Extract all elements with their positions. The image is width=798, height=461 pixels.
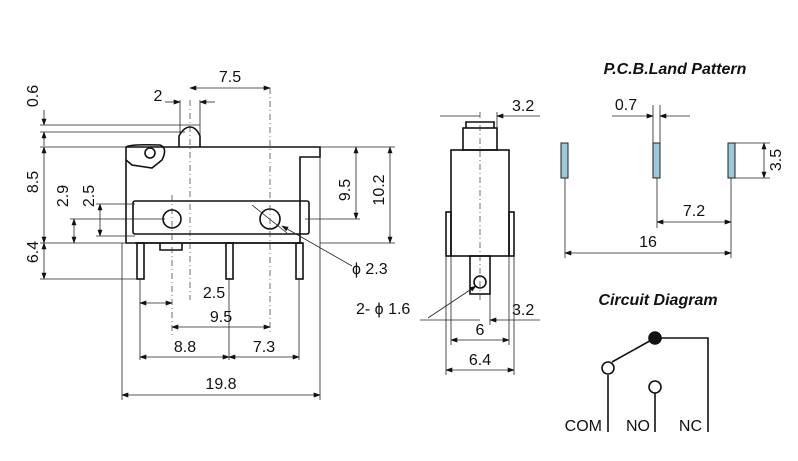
- dim-6-4: 6.4: [469, 352, 491, 369]
- actuator-button: [178, 126, 201, 147]
- label-com: COM: [565, 418, 602, 435]
- dim-phi-1-6: 2- ϕ 1.6: [356, 301, 410, 318]
- side-terminal-hole: [473, 275, 487, 289]
- side-flange-left: [445, 211, 452, 257]
- pcb-pad-1: [560, 142, 569, 179]
- dim-3-2-bottom: 3.2: [512, 302, 534, 319]
- pcb-title: P.C.B.Land Pattern: [604, 61, 747, 78]
- side-view: 3.2 2- ϕ 1.6 3.2 6 6.4: [356, 98, 540, 375]
- dim-8-8: 8.8: [174, 339, 196, 356]
- dim-2-5-bottom: 2.5: [203, 285, 225, 302]
- terminal-com: [136, 242, 145, 280]
- dim-6: 6: [476, 322, 485, 339]
- pcb-land-pattern: P.C.B.Land Pattern 0.7 3.5 7.2 16: [560, 61, 785, 258]
- no-contact: [648, 380, 662, 394]
- dim-16: 16: [639, 234, 657, 251]
- dim-19-8: 19.8: [205, 376, 236, 393]
- dim-10-2: 10.2: [371, 174, 388, 205]
- label-no: NO: [626, 418, 650, 435]
- dim-7-5: 7.5: [219, 69, 241, 86]
- dim-8-5: 8.5: [25, 171, 42, 193]
- lever-bump: [125, 143, 166, 169]
- nc-contact: [648, 331, 662, 345]
- pcb-pad-2: [652, 142, 661, 179]
- dim-3-5: 3.5: [768, 149, 785, 171]
- dim-3-2-top: 3.2: [512, 98, 534, 115]
- com-contact: [601, 361, 615, 375]
- dim-phi-2-3: ϕ 2.3: [352, 261, 388, 278]
- circuit-title: Circuit Diagram: [598, 292, 717, 309]
- front-view: 7.5 2 0.6 8.5 2.9 2.5 6.4 9.5 10.2 ϕ 2.3…: [25, 69, 395, 400]
- pcb-pad-3: [727, 142, 736, 179]
- terminal-no: [225, 242, 234, 280]
- label-nc: NC: [679, 418, 702, 435]
- small-hole: [144, 147, 156, 159]
- switch-lever: [611, 337, 656, 363]
- dim-2: 2: [154, 88, 163, 105]
- dim-2-9: 2.9: [55, 185, 72, 207]
- dim-6-4-left: 6.4: [25, 241, 42, 263]
- side-flange-right: [508, 211, 515, 257]
- switch-body: [125, 146, 321, 244]
- dim-0-6: 0.6: [25, 85, 42, 107]
- terminal-nc: [295, 242, 304, 280]
- circuit-diagram: Circuit Diagram COM NO NC: [565, 292, 718, 435]
- dim-9-5-bottom: 9.5: [210, 309, 232, 326]
- dim-2-5-left: 2.5: [81, 185, 98, 207]
- dim-7-2: 7.2: [683, 203, 705, 220]
- dim-7-3: 7.3: [253, 339, 275, 356]
- dim-9-5-right: 9.5: [337, 179, 354, 201]
- dim-0-7: 0.7: [615, 97, 637, 114]
- mounting-slot: [132, 200, 310, 235]
